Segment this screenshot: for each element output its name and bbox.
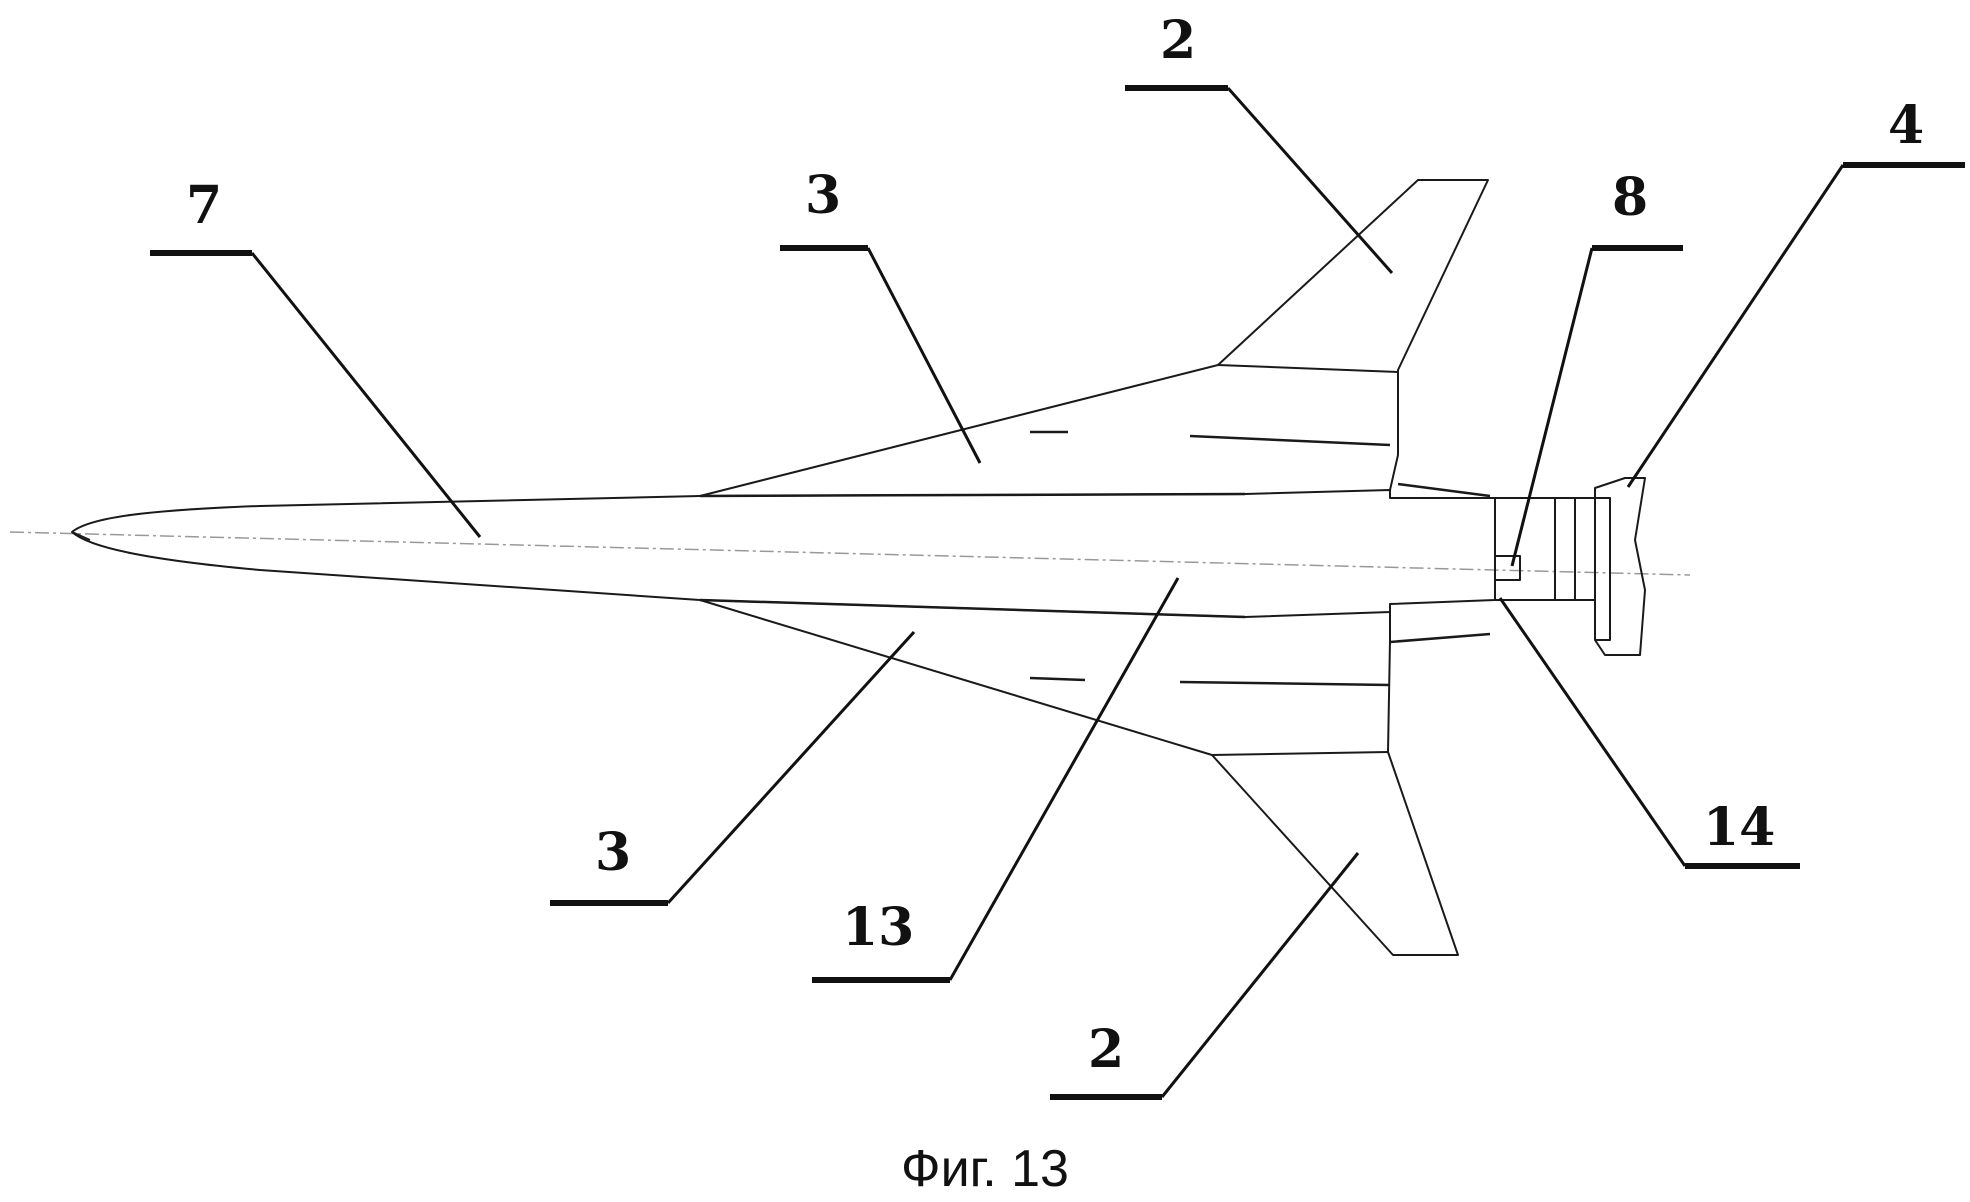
leader-4 — [1626, 164, 1845, 488]
lower-panel-line-2 — [1179, 680, 1391, 687]
upper-panel-line-2 — [1189, 434, 1391, 447]
lower-panel-line-1 — [1029, 676, 1086, 682]
leader-14 — [1498, 597, 1687, 867]
leader-8 — [1510, 247, 1594, 567]
center-axis-line — [9, 531, 1691, 576]
label-8: 8 — [1612, 167, 1648, 228]
label-3-upper: 3 — [805, 165, 841, 226]
fuselage-outline — [71, 489, 1496, 618]
label-4: 4 — [1888, 95, 1924, 156]
lower-strake — [699, 598, 1246, 619]
nozzle-inner — [1595, 497, 1611, 641]
engine-box — [1495, 497, 1596, 601]
leader-3-lower — [666, 630, 916, 905]
upper-strake — [699, 492, 1246, 498]
label-2-lower: 2 — [1088, 1019, 1124, 1080]
leader-2-lower — [1160, 852, 1360, 1098]
leader-7 — [250, 252, 482, 538]
leader-3-upper — [866, 247, 982, 464]
upper-wing-root — [1217, 364, 1399, 373]
lower-wing-root — [1211, 751, 1389, 756]
upper-wing-outline — [699, 179, 1489, 497]
figure-caption: Фиг. 13 — [901, 1140, 1069, 1198]
exhaust-nozzle — [1594, 477, 1646, 656]
label-13: 13 — [842, 897, 914, 958]
leader-2-upper — [1226, 87, 1394, 274]
lower-wing-outline — [699, 599, 1459, 956]
label-3-lower: 3 — [595, 822, 631, 883]
nozzle-slot — [1495, 555, 1521, 581]
nose-tip — [71, 531, 91, 541]
label-7: 7 — [186, 175, 222, 236]
lower-panel-line-3 — [1389, 632, 1491, 644]
leader-13 — [948, 577, 1180, 981]
label-14: 14 — [1703, 797, 1775, 858]
label-2-upper: 2 — [1160, 10, 1196, 71]
upper-panel-line-3 — [1397, 482, 1491, 498]
